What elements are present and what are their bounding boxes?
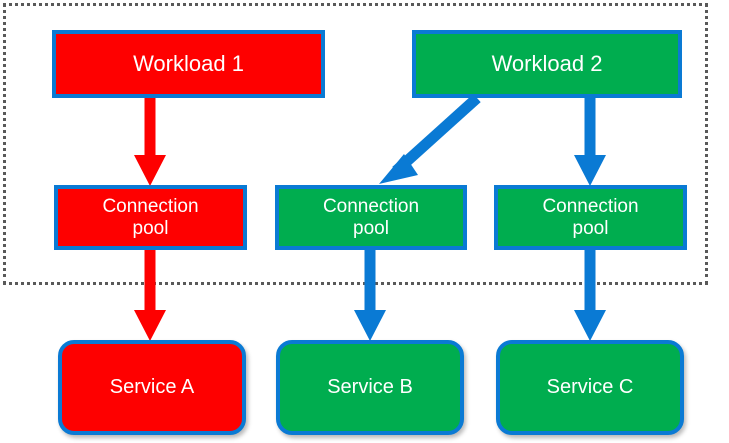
- node-serviceB[interactable]: Service B: [276, 340, 464, 435]
- workload-boundary: [3, 3, 708, 285]
- node-pool1-label: Connection pool: [102, 196, 199, 239]
- node-pool3-label: Connection pool: [542, 196, 639, 239]
- node-workload2-label: Workload 2: [491, 50, 603, 76]
- node-workload1[interactable]: Workload 1: [52, 30, 325, 98]
- node-pool2-label: Connection pool: [322, 196, 420, 239]
- node-serviceB-label: Service B: [327, 376, 413, 399]
- node-workload1-label: Workload 1: [133, 50, 244, 76]
- node-pool1[interactable]: Connection pool: [54, 185, 247, 250]
- node-serviceA-label: Service A: [109, 376, 195, 399]
- node-serviceC[interactable]: Service C: [496, 340, 684, 435]
- node-serviceC-label: Service C: [546, 376, 634, 399]
- node-workload2[interactable]: Workload 2: [412, 30, 682, 98]
- node-pool2[interactable]: Connection pool: [275, 185, 467, 250]
- node-pool3[interactable]: Connection pool: [494, 185, 687, 250]
- node-serviceA[interactable]: Service A: [58, 340, 246, 435]
